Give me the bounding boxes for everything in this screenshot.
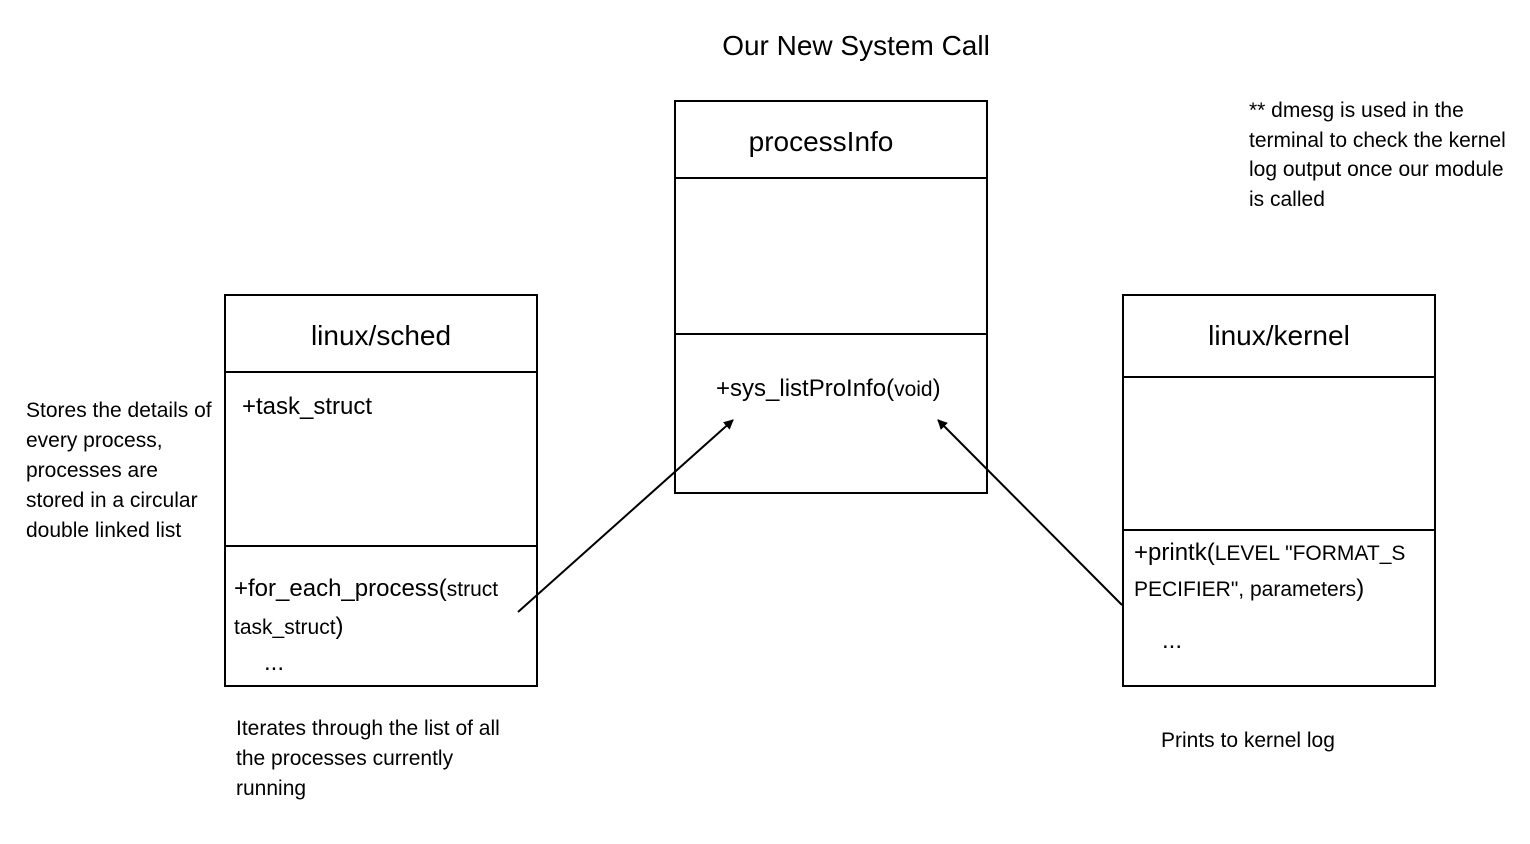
attributes-compartment-sched: +task_struct — [226, 371, 536, 547]
methods-compartment-kernel: +printk(LEVEL "FORMAT_S PECIFIER", param… — [1124, 529, 1434, 685]
method-for-each-process-continued: task_struct) — [234, 613, 344, 640]
diagram-title: Our New System Call — [722, 30, 990, 61]
methods-compartment-processinfo: +sys_listProInfo(void) — [676, 333, 986, 492]
note-printk-description: Prints to kernel log — [1161, 729, 1335, 752]
method-printk: +printk(LEVEL "FORMAT_S — [1134, 539, 1406, 566]
method-for-each-process: +for_each_process(struct — [234, 575, 499, 602]
class-box-processinfo: processInfo +sys_listProInfo(void) — [674, 100, 988, 494]
class-name-sched: linux/sched — [310, 320, 452, 351]
class-name-processinfo: processInfo — [748, 126, 894, 157]
note-dmesg: ** dmesg is used in the terminal to chec… — [1249, 99, 1506, 211]
methods-compartment-sched: +for_each_process(struct task_struct) ..… — [226, 545, 536, 685]
method-ellipsis-kernel: ... — [1162, 627, 1183, 654]
attribute-task-struct: +task_struct — [242, 393, 373, 420]
attributes-compartment-kernel — [1124, 376, 1434, 531]
method-ellipsis-sched: ... — [264, 649, 285, 676]
class-box-kernel: linux/kernel +printk(LEVEL "FORMAT_S PEC… — [1122, 294, 1436, 687]
method-printk-continued: PECIFIER", parameters) — [1134, 575, 1365, 602]
class-box-sched: linux/sched +task_struct +for_each_proce… — [224, 294, 538, 687]
class-name-kernel: linux/kernel — [1208, 320, 1350, 351]
note-for-each-process-description: Iterates through the list of all the pro… — [236, 717, 500, 800]
method-sys-listproinfo: +sys_listProInfo(void) — [716, 375, 941, 402]
attributes-compartment-processinfo — [676, 177, 986, 334]
note-sched-description: Stores the details of every process, pro… — [26, 399, 212, 542]
